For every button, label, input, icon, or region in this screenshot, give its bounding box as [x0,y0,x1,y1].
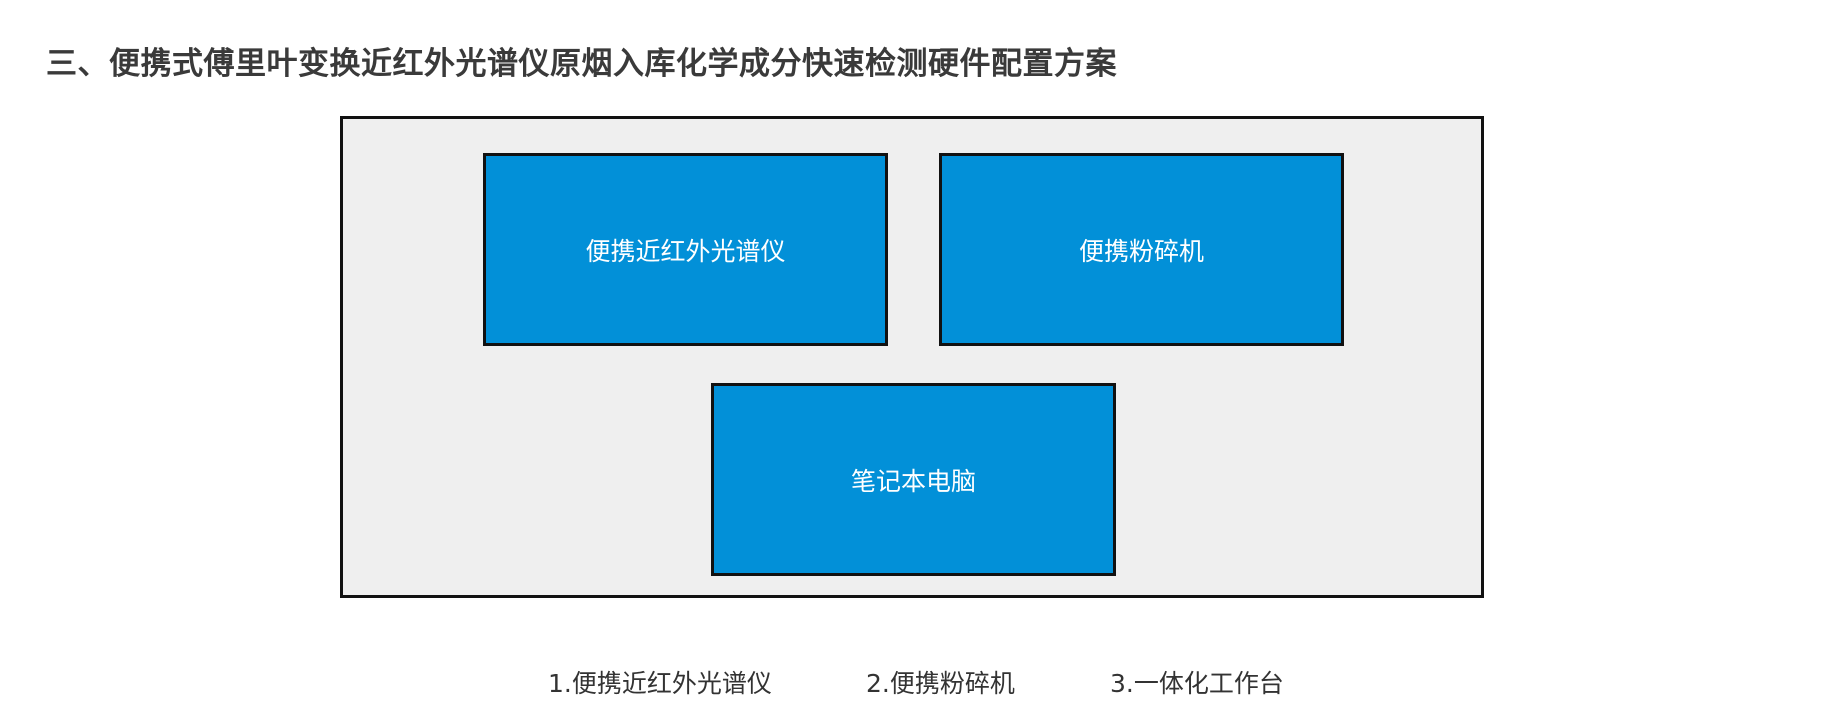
diagram-box-laptop: 笔记本电脑 [711,383,1116,576]
caption-grinder: 2.便携粉碎机 [866,669,1015,698]
caption-spectrometer: 1.便携近红外光谱仪 [548,669,772,698]
page-title: 三、便携式傅里叶变换近红外光谱仪原烟入库化学成分快速检测硬件配置方案 [46,46,1117,82]
diagram-box-spectrometer: 便携近红外光谱仪 [483,153,888,346]
diagram-box-grinder: 便携粉碎机 [939,153,1344,346]
caption-workstation: 3.一体化工作台 [1110,669,1284,698]
diagram-box-label: 笔记本电脑 [850,466,976,496]
diagram-box-label: 便携粉碎机 [1078,236,1204,266]
diagram-box-label: 便携近红外光谱仪 [585,236,786,266]
